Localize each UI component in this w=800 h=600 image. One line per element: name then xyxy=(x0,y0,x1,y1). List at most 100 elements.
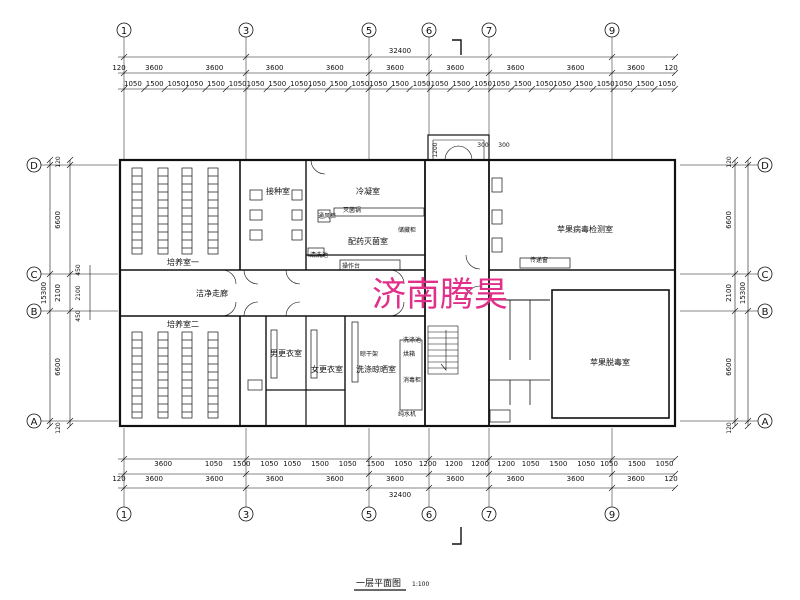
dimension-value: 1050 xyxy=(600,460,618,468)
dimension-value: 1050 xyxy=(577,460,595,468)
room-label-dispense: 配药灭菌室 xyxy=(348,236,388,246)
axis-label-right-a: A xyxy=(762,417,769,428)
dimension-value: 1200 xyxy=(497,460,515,468)
room-label-gown-m: 男更衣室 xyxy=(270,348,302,358)
dimension-value: 3600 xyxy=(205,64,223,72)
dimension-value: 1500 xyxy=(514,80,532,88)
room-label-gown-f: 女更衣室 xyxy=(311,364,343,374)
dim-right-120-top: 120 xyxy=(726,156,733,168)
dimension-value: 1500 xyxy=(233,460,251,468)
axis-label-bottom-5: 5 xyxy=(366,510,372,521)
dimension-value: 3600 xyxy=(506,475,524,483)
axis-label-left-a: A xyxy=(31,417,38,428)
entrance-vestibule xyxy=(427,134,490,161)
stairs xyxy=(427,325,459,375)
label-bench: 操作台 xyxy=(342,262,360,270)
axis-label-top-9: 9 xyxy=(609,26,615,37)
room-label-reception: 接种室 xyxy=(266,186,290,196)
dimension-value: 3600 xyxy=(326,475,344,483)
axis-markers xyxy=(26,22,773,522)
dim-left-2100: 2100 xyxy=(54,284,62,302)
label-cabinet: 储藏柜 xyxy=(398,226,416,234)
dim-total-width-bottom: 32400 xyxy=(389,491,411,499)
culture-rack xyxy=(131,167,143,255)
dimension-value: 1500 xyxy=(330,80,348,88)
dimension-value: 1200 xyxy=(419,460,437,468)
dimension-value: 1050 xyxy=(431,80,449,88)
axis-label-top-5: 5 xyxy=(366,26,372,37)
axis-label-bottom-3: 3 xyxy=(243,510,249,521)
room-label-detox: 苹果脱毒室 xyxy=(590,357,630,367)
dimension-value: 1050 xyxy=(247,80,265,88)
dim-left-450-bottom: 450 xyxy=(75,310,82,322)
culture-rack xyxy=(181,167,193,255)
dimension-value: 3600 xyxy=(446,64,464,72)
axis-label-top-7: 7 xyxy=(486,26,492,37)
dimension-value: 3600 xyxy=(205,475,223,483)
label-sink: 洗涤池 xyxy=(403,336,421,344)
axis-label-right-d: D xyxy=(761,161,769,172)
label-shelf: 晾干架 xyxy=(360,350,378,358)
dim-total-width-top: 32400 xyxy=(389,47,411,55)
axis-label-bottom-6: 6 xyxy=(426,510,432,521)
culture-rack xyxy=(181,331,193,419)
label-clean-pool: 清洗池 xyxy=(310,251,328,259)
room-label-wash: 洗涤晾晒室 xyxy=(356,364,396,374)
dimension-value: 1050 xyxy=(283,460,301,468)
axis-label-left-d: D xyxy=(30,161,38,172)
dimension-value: 1050 xyxy=(615,80,633,88)
dimension-value: 3600 xyxy=(326,64,344,72)
label-sanitizer: 消毒柜 xyxy=(403,376,421,384)
dimension-value: 3600 xyxy=(266,475,284,483)
dim-left-450-top: 450 xyxy=(75,264,82,276)
axis-label-bottom-1: 1 xyxy=(121,510,127,521)
dimension-value: 3600 xyxy=(145,475,163,483)
dim-right-2100: 2100 xyxy=(725,284,733,302)
dim-left-inner-2100: 2100 xyxy=(75,285,82,300)
dim-right-total: 15300 xyxy=(739,282,747,304)
building-walls xyxy=(118,158,677,428)
dimension-ticks xyxy=(46,53,752,492)
dimension-value: 3600 xyxy=(266,64,284,72)
dim-right-6600-bottom: 6600 xyxy=(725,358,733,376)
dim-left-120-bottom: 120 xyxy=(55,422,62,434)
axis-label-left-b: B xyxy=(31,307,38,318)
dimension-value: 3600 xyxy=(567,475,585,483)
axis-label-left-c: C xyxy=(31,270,38,281)
dimension-value: 1050 xyxy=(351,80,369,88)
dimension-lines xyxy=(49,56,749,489)
label-pass-window: 传递窗 xyxy=(530,256,548,264)
dimension-value: 1050 xyxy=(308,80,326,88)
dimension-value: 3600 xyxy=(154,460,172,468)
dim-left-120-top: 120 xyxy=(55,156,62,168)
axis-label-top-6: 6 xyxy=(426,26,432,37)
axis-label-right-b: B xyxy=(762,307,769,318)
dimension-value: 120 xyxy=(112,64,125,72)
dimension-value: 1200 xyxy=(445,460,463,468)
dim-left-total: 15300 xyxy=(40,282,48,304)
dimension-value: 1050 xyxy=(185,80,203,88)
dimension-value: 3600 xyxy=(627,475,645,483)
axis-labels: 1 3 5 6 7 9 1 3 5 6 7 9 D C B A D C B A xyxy=(30,26,769,521)
dimension-value: 1050 xyxy=(553,80,571,88)
dimension-value: 1500 xyxy=(636,80,654,88)
room-label-cold: 冷凝室 xyxy=(356,186,380,196)
dim-left-6600-bottom: 6600 xyxy=(54,358,62,376)
dimension-value: 1050 xyxy=(413,80,431,88)
dimension-value: 1500 xyxy=(628,460,646,468)
dimension-value: 1050 xyxy=(597,80,615,88)
label-autoclave: 灭菌锅 xyxy=(343,206,361,214)
dimension-value: 3600 xyxy=(446,475,464,483)
label-dryer: 烘箱 xyxy=(403,350,415,358)
dimension-value: 1500 xyxy=(207,80,225,88)
dimension-value: 3600 xyxy=(567,64,585,72)
axis-label-top-3: 3 xyxy=(243,26,249,37)
dim-left-6600-top: 6600 xyxy=(54,211,62,229)
dimension-value: 120 xyxy=(664,475,677,483)
dimension-value: 1050 xyxy=(535,80,553,88)
drawing-title: 一层平面图 xyxy=(356,578,401,589)
